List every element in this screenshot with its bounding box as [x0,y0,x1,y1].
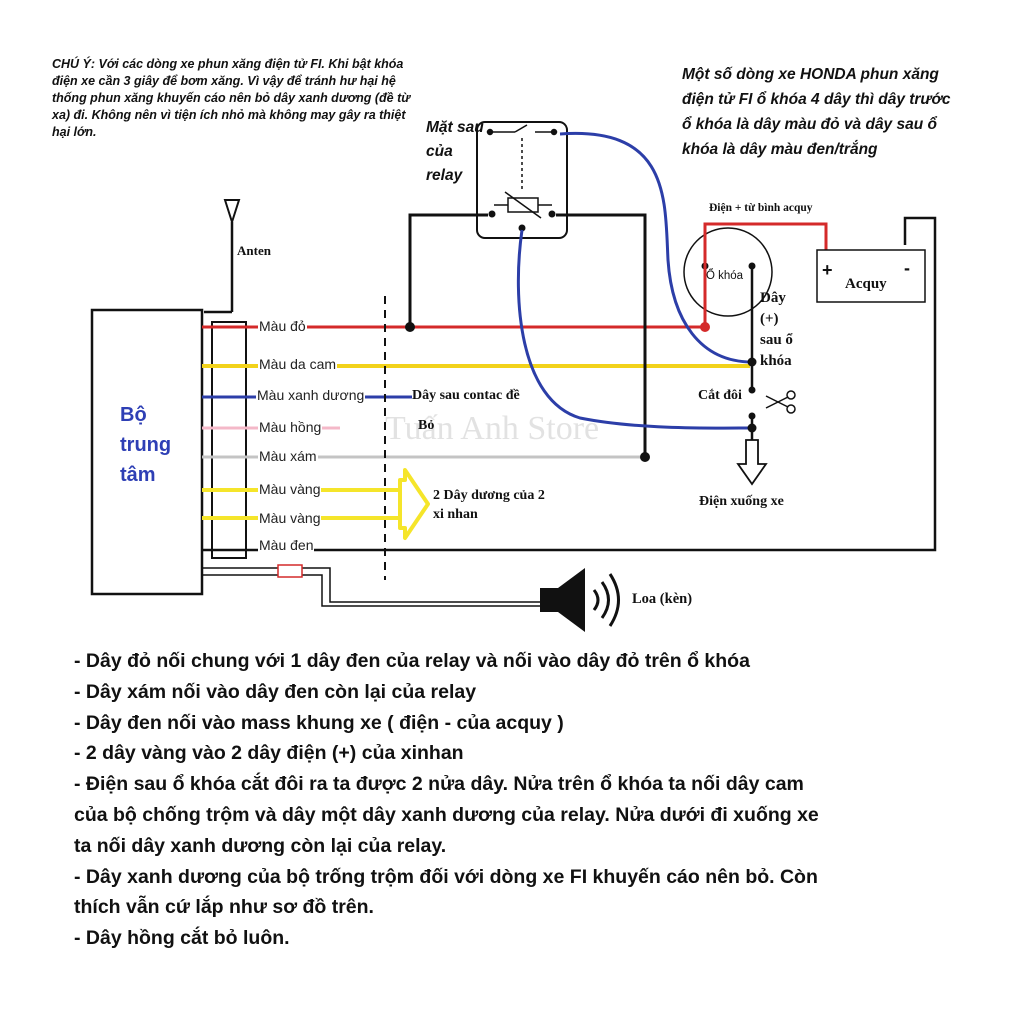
battery-plus-icon: + [822,260,833,280]
central-unit-label: Bộ trung tâm [120,404,172,486]
scissors-icon [765,390,796,414]
instruction-line: - Dây xanh dương của bộ trống trộm đối v… [74,865,818,888]
relay-black-wire-2 [556,213,647,457]
turn-signal-arrow [398,468,430,540]
instruction-line: của bộ chống trộm và dây một dây xanh dư… [74,803,819,826]
relay-pin-1 [488,210,496,218]
relay-blue-wire-bottom [516,229,753,430]
cut-label: Cắt đôi [698,388,742,403]
instruction-line: - Dây đen nối vào mass khung xe ( điện -… [74,711,564,734]
turn-signal-label: 2 Dây dương của 2 xi nhan [433,488,545,522]
connector-block [211,321,247,559]
fuse-icon [277,564,303,578]
instruction-line: - Điện sau ổ khóa cắt đôi ra ta được 2 n… [74,773,804,796]
instruction-line: ta nối dây xanh dương còn lại của relay. [74,834,447,857]
central-unit-box [90,308,204,596]
power-down-label: Điện xuống xe [699,494,784,509]
instruction-line: - Dây hồng cắt bỏ luôn. [74,927,290,950]
wire-label-orange: Màu da cam [258,356,338,372]
black-ground-wire [202,216,937,552]
wire-label-yellow-2: Màu vàng [258,510,322,526]
watermark: Tuấn Anh Store [385,410,600,447]
relay-coil-icon [494,191,552,219]
relay-blue-wire-top [559,131,753,364]
wire-label-gray: Màu xám [258,448,318,464]
power-down-arrow-icon [736,439,768,486]
battery-minus-icon: - [904,258,910,278]
instruction-line: - Dây xám nối vào dây đen còn lại của re… [74,680,477,703]
contact-label: Dây sau contac đề [412,388,520,403]
relay-pin-3 [518,224,526,232]
wire-label-pink: Màu hồng [258,419,323,435]
horn-speaker-icon [540,568,620,632]
relay-pin-2 [548,210,556,218]
wire-label-blue: Màu xanh dương [256,387,366,403]
instruction-line: thích vẫn cứ lắp như sơ đồ trên. [74,896,374,919]
instruction-line: - 2 dây vàng vào 2 dây điện (+) của xinh… [74,742,464,765]
wire-label-black: Màu đen [258,537,315,553]
horn-wire-inner [202,574,540,607]
after-key-label: Dây (+) sau ổ khóa [760,290,793,369]
battery-power-label: Điện + từ bình acquy [709,202,813,214]
instructions: - Dây đỏ nối chung với 1 dây đen của rel… [74,646,974,954]
remove-label: Bỏ [418,418,435,433]
wire-label-red: Màu đỏ [258,318,307,334]
battery-label: Acquy [845,276,887,292]
warning-note: CHÚ Ý: Với các dòng xe phun xăng điện tử… [52,57,411,139]
horn-label: Loa (kèn) [632,591,693,607]
honda-note: Một số dòng xe HONDA phun xăng điện tử F… [682,66,951,158]
antenna-icon [204,199,241,314]
battery-red-wire [703,222,828,327]
ignition-label: Ổ khóa [706,270,744,282]
relay-switch-icon [486,124,558,192]
instruction-line: - Dây đỏ nối chung với 1 dây đen của rel… [74,650,750,672]
horn-wire-outer [202,567,540,603]
battery-icon [816,249,926,303]
relay-label: Mặt sau của relay [426,119,484,184]
antenna-label: Anten [237,243,271,258]
wire-label-yellow-1: Màu vàng [258,481,322,497]
relay-black-wire-1 [408,213,488,327]
